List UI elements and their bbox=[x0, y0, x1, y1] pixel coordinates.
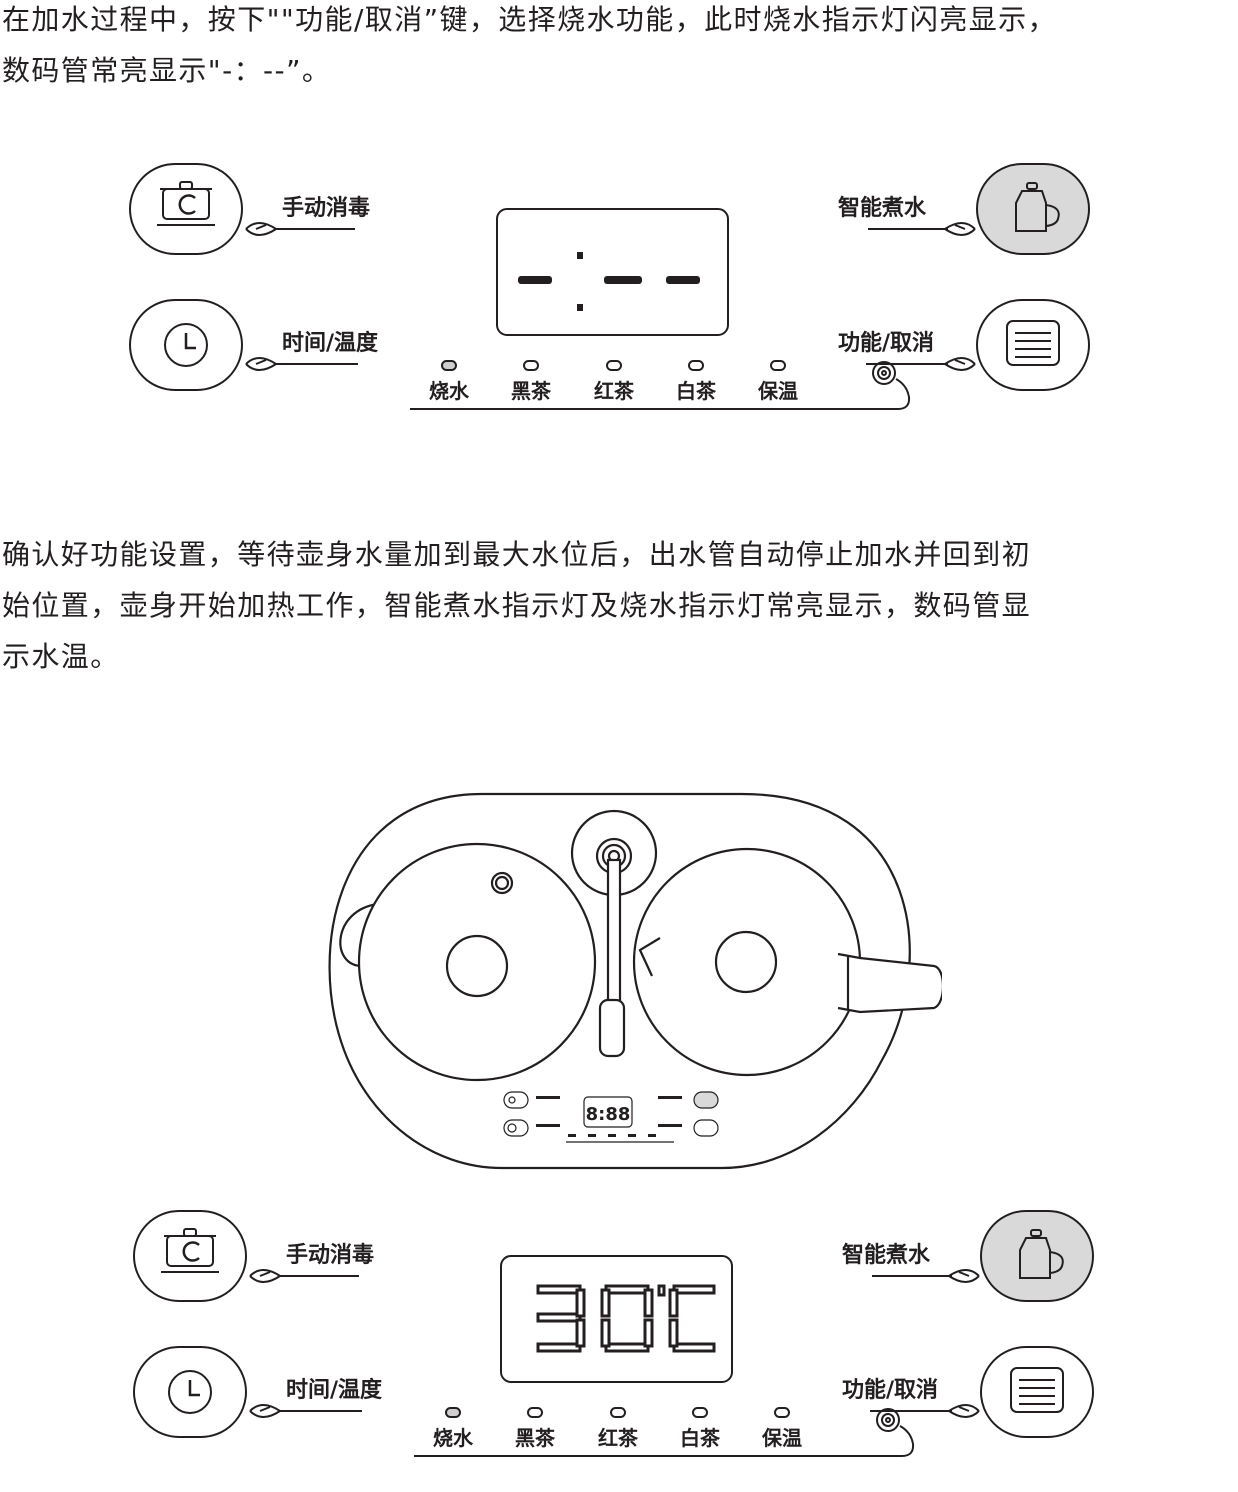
label-time-temp: 时间/温度 bbox=[282, 330, 379, 356]
indicator-leds bbox=[445, 1407, 790, 1418]
digital-display bbox=[500, 1255, 733, 1383]
indicator-label: 红茶 bbox=[598, 1426, 639, 1450]
indicator-label: 黑茶 bbox=[515, 1426, 556, 1450]
indicator-label: 黑茶 bbox=[511, 379, 552, 403]
function-cancel-button[interactable] bbox=[980, 1346, 1094, 1438]
para1-line2: 数码管常亮显示"-：--”。 bbox=[2, 54, 332, 87]
kettle-icon bbox=[1015, 182, 1060, 232]
tea-maker-top-view: 8:88 bbox=[328, 792, 942, 1170]
indicator-leds bbox=[441, 360, 786, 371]
label-time-temp: 时间/温度 bbox=[286, 1377, 383, 1403]
kettle-handle bbox=[837, 952, 942, 1014]
indicator-label: 烧水 bbox=[429, 379, 470, 403]
label-smart-boil: 智能煮水 bbox=[842, 1242, 931, 1268]
label-function-cancel: 功能/取消 bbox=[842, 1377, 938, 1403]
touch-symbol bbox=[943, 357, 976, 371]
instruction-paragraph-1: 在加水过程中，按下""功能/取消”键，选择烧水功能，此时烧水指示灯闪亮显示， 数码… bbox=[2, 0, 1238, 96]
mini-display-value: 8:88 bbox=[586, 1104, 631, 1125]
label-disinfect: 手动消毒 bbox=[286, 1242, 374, 1268]
menu-icon bbox=[1006, 320, 1060, 366]
left-kettle-lid bbox=[445, 934, 509, 998]
kettle-icon bbox=[1019, 1229, 1064, 1279]
indicator-label: 保温 bbox=[757, 379, 798, 403]
touch-symbol bbox=[249, 1404, 282, 1418]
touch-symbol bbox=[245, 222, 278, 236]
indicator-label: 保温 bbox=[761, 1426, 802, 1450]
indicator-label: 红茶 bbox=[594, 379, 635, 403]
smart-boil-button[interactable] bbox=[980, 1210, 1094, 1302]
digital-display bbox=[496, 208, 729, 336]
function-cancel-button[interactable] bbox=[976, 299, 1090, 391]
base-outline bbox=[328, 792, 911, 1170]
temperature-readout-30c bbox=[536, 1284, 716, 1353]
para2-line2: 始位置，壶身开始加热工作，智能煮水指示灯及烧水指示灯常亮显示，数码管显 bbox=[2, 589, 1032, 622]
menu-icon bbox=[1010, 1367, 1064, 1413]
touch-symbol bbox=[947, 1404, 980, 1418]
smart-boil-button[interactable] bbox=[976, 163, 1090, 255]
para2-line1: 确认好功能设置，等待壶身水量加到最大水位后，出水管自动停止加水并回到初 bbox=[2, 538, 1032, 571]
indicator-label: 烧水 bbox=[433, 1426, 474, 1450]
label-function-cancel: 功能/取消 bbox=[838, 330, 934, 356]
pot-disinfect-icon bbox=[161, 1228, 219, 1273]
para1-line1: 在加水过程中，按下""功能/取消”键，选择烧水功能，此时烧水指示灯闪亮显示， bbox=[2, 3, 1057, 36]
touch-symbol bbox=[245, 357, 278, 371]
water-spout-nozzle bbox=[598, 998, 626, 1058]
clock-icon bbox=[164, 323, 208, 367]
pot-disinfect-icon bbox=[157, 181, 215, 226]
time-temp-button[interactable] bbox=[129, 299, 243, 391]
indicator-label: 白茶 bbox=[680, 1426, 721, 1450]
disinfect-button[interactable] bbox=[129, 163, 243, 255]
coil-symbol bbox=[876, 1408, 900, 1432]
mini-control-panel bbox=[503, 1091, 719, 1143]
indicator-label: 白茶 bbox=[676, 379, 717, 403]
label-disinfect: 手动消毒 bbox=[282, 195, 370, 221]
mini-label-marks bbox=[536, 1096, 682, 1137]
label-smart-boil: 智能煮水 bbox=[838, 195, 927, 221]
control-panel-diagram-2: 手动消毒 时间/温度 智能煮水 功能/取消 烧水 黑茶 红茶 白茶 保温 bbox=[133, 1210, 1094, 1457]
para2-line3: 示水温。 bbox=[2, 640, 120, 673]
time-temp-button[interactable] bbox=[133, 1346, 247, 1438]
touch-symbol bbox=[249, 1269, 282, 1283]
touch-symbol bbox=[947, 1269, 980, 1283]
mini-display bbox=[583, 1096, 633, 1128]
control-panel-diagram-1: 手动消毒 时间/温度 智能煮水 功能/取消 烧水 黑茶 红茶 白茶 保温 bbox=[129, 163, 1090, 410]
right-kettle-lid bbox=[714, 930, 778, 994]
coil-symbol bbox=[872, 361, 896, 385]
disinfect-button[interactable] bbox=[133, 1210, 247, 1302]
right-kettle bbox=[632, 847, 862, 1077]
touch-symbol bbox=[943, 222, 976, 236]
display-dash-segments bbox=[518, 252, 700, 311]
instruction-paragraph-2: 确认好功能设置，等待壶身水量加到最大水位后，出水管自动停止加水并回到初始位置，壶… bbox=[2, 529, 1238, 682]
left-kettle bbox=[357, 842, 597, 1082]
clock-icon bbox=[168, 1370, 212, 1414]
